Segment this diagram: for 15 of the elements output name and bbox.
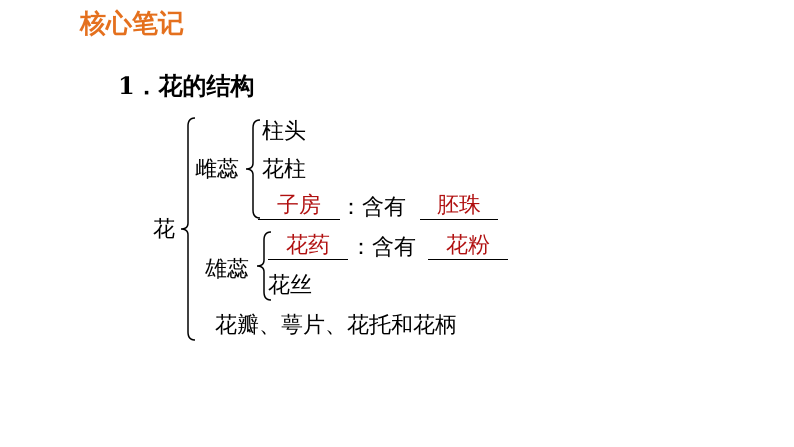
leaf-text: 花柱 [262, 156, 306, 184]
leaf-text: 柱头 [262, 118, 306, 146]
tree-root-text: 花 [153, 216, 175, 244]
branch-text: 花瓣、萼片、花托和花柄 [215, 312, 457, 340]
answer-blank: 花药 [268, 233, 348, 260]
leaf-text: ：含有 [350, 234, 416, 262]
leaf-text: 花丝 [268, 272, 312, 300]
branch-text: 雄蕊 [205, 256, 249, 284]
subheading: 1．花的结构 [118, 72, 255, 100]
branch-text: 雌蕊 [195, 156, 239, 184]
section-heading: 核心笔记 [80, 10, 184, 38]
answer-blank: 子房 [258, 193, 340, 220]
leaf-text: ：含有 [340, 194, 406, 222]
answer-blank: 胚珠 [420, 193, 498, 220]
answer-blank: 花粉 [428, 233, 508, 260]
